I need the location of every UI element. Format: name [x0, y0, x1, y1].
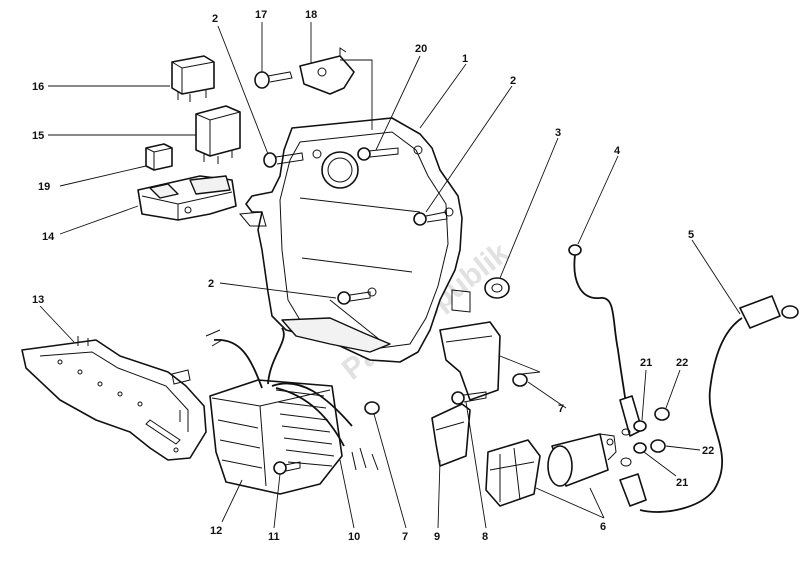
nut-7a [364, 401, 380, 415]
cable-5 [619, 295, 799, 513]
callout-8: 8 [482, 531, 488, 543]
callout-15: 15 [32, 130, 44, 142]
screw-2-lower [337, 291, 371, 305]
callout-2-left: 2 [208, 278, 214, 290]
nut-22b [650, 439, 666, 453]
callout-21-bottom: 21 [676, 477, 688, 489]
callout-7-right: 7 [558, 403, 564, 415]
callout-18: 18 [305, 9, 317, 21]
mounting-bracket [239, 117, 471, 363]
callout-12: 12 [210, 525, 222, 537]
rubber-boot-6 [485, 439, 541, 507]
callout-21-top: 21 [640, 357, 652, 369]
bracket-9 [431, 403, 471, 467]
relay-holder-14 [137, 175, 237, 221]
callout-13: 13 [32, 294, 44, 306]
nut-22a [654, 407, 670, 421]
callout-1: 1 [462, 53, 468, 65]
callout-20: 20 [415, 43, 427, 55]
washer-21b [633, 442, 647, 454]
callout-6: 6 [600, 521, 606, 533]
screw-20 [357, 147, 399, 161]
clamp-18 [299, 47, 355, 95]
callout-14: 14 [42, 231, 55, 243]
relay-15 [195, 105, 241, 164]
side-bracket [439, 321, 501, 405]
callout-9: 9 [434, 531, 440, 543]
plate-13 [21, 336, 207, 461]
callout-16: 16 [32, 81, 44, 93]
callout-2-right: 2 [510, 75, 516, 87]
callout-7-bottom: 7 [402, 531, 408, 543]
cable-4 [568, 244, 643, 437]
leader-lines [39, 22, 741, 529]
callout-2-top: 2 [212, 13, 218, 25]
grommet-3 [484, 277, 510, 299]
callout-22-top: 22 [676, 357, 688, 369]
callout-5: 5 [688, 229, 694, 241]
callout-3: 3 [555, 127, 561, 139]
washer-21a [633, 420, 647, 432]
starter-relay-6 [547, 433, 617, 487]
callout-22-right: 22 [702, 445, 714, 457]
callout-10: 10 [348, 531, 360, 543]
callout-4: 4 [614, 145, 621, 157]
relay-16 [171, 55, 215, 102]
regulator-12 [171, 327, 379, 495]
screw-11 [273, 461, 301, 475]
callout-19: 19 [38, 181, 50, 193]
screw-2-upper [263, 152, 304, 168]
callout-11: 11 [268, 531, 280, 543]
screw-2-right [413, 211, 448, 226]
nut-7b [512, 373, 528, 387]
relay-19 [145, 143, 173, 171]
callout-labels: 16 15 19 14 17 18 2 20 1 2 3 4 5 2 13 7 … [32, 9, 714, 543]
screw-17 [254, 71, 293, 89]
callout-17: 17 [255, 9, 267, 21]
